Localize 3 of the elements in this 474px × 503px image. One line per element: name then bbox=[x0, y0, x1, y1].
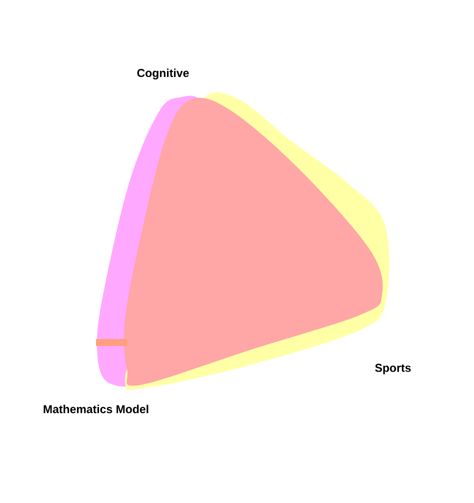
axis-label: Sports bbox=[375, 364, 411, 374]
axis-label: Mathematics Model bbox=[44, 404, 148, 414]
axis-label: Cognitive bbox=[137, 68, 189, 80]
